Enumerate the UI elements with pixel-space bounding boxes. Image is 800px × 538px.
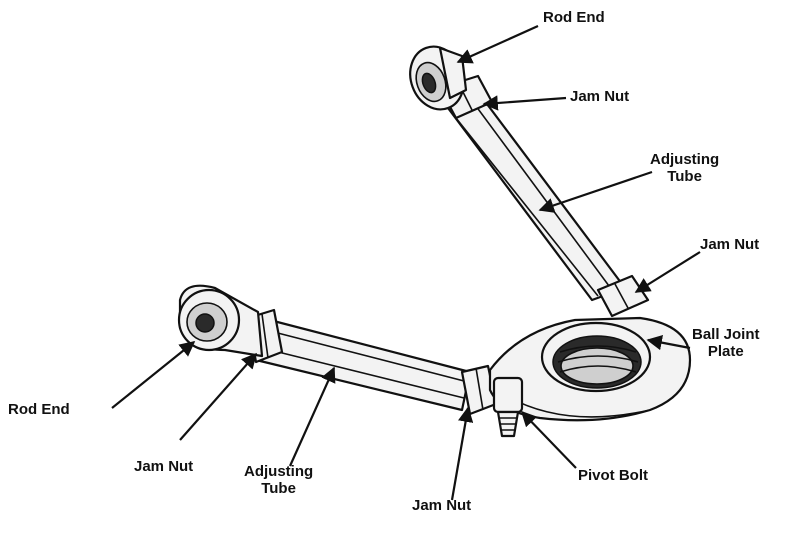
leader-ball-joint-plate <box>646 335 691 351</box>
upper-adjusting-tube <box>446 90 627 302</box>
ball-joint-plate <box>488 316 692 422</box>
label-adjusting-tube-bottom: Adjusting Tube <box>244 463 314 497</box>
label-ball-joint-plate: Ball Joint Plate <box>692 326 760 360</box>
label-jam-nut-top: Jam Nut <box>570 88 630 105</box>
label-adjusting-tube-top: Adjusting Tube <box>650 151 720 185</box>
lower-right-jam-nut <box>460 364 498 416</box>
leader-pivot-bolt <box>520 410 577 469</box>
label-jam-nut-left: Jam Nut <box>134 458 194 475</box>
pivot-bolt <box>492 376 524 438</box>
leader-adjusting-tube-bottom <box>288 366 336 467</box>
lower-adjusting-tube <box>254 316 472 412</box>
leader-jam-nut-right <box>634 251 701 293</box>
leader-jam-nut-top <box>482 95 567 111</box>
label-jam-nut-right: Jam Nut <box>700 236 760 253</box>
leader-jam-nut-left <box>179 352 258 441</box>
label-pivot-bolt: Pivot Bolt <box>578 467 648 484</box>
leader-jam-nut-bottom <box>450 406 474 501</box>
label-rod-end-left: Rod End <box>8 401 70 418</box>
label-rod-end-top: Rod End <box>543 9 605 26</box>
lower-rod-end <box>177 284 264 358</box>
leader-rod-end-top <box>456 24 539 64</box>
leader-lines <box>111 24 701 501</box>
leader-rod-end-left <box>111 341 196 409</box>
leader-adjusting-tube-top <box>538 170 653 213</box>
label-jam-nut-bottom: Jam Nut <box>412 497 472 514</box>
